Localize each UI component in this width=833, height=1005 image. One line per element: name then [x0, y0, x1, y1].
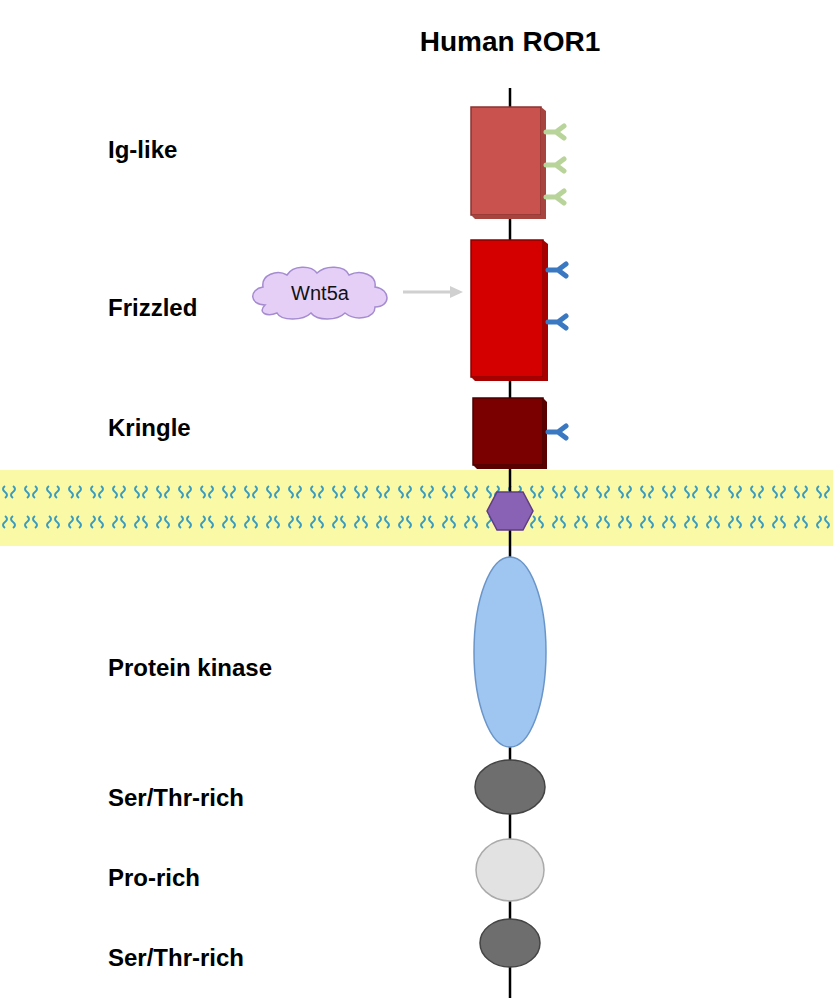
glycan-marks: [546, 126, 566, 438]
domain-label: Ser/Thr-rich: [108, 784, 244, 812]
domain-label: Protein kinase: [108, 654, 272, 682]
kinase-domain: [474, 557, 546, 747]
domain-label: Pro-rich: [108, 864, 200, 892]
lipid-layer: [0, 515, 833, 545]
box-shadow: [471, 240, 548, 381]
ser-thr-domain: [475, 760, 545, 814]
ig-like-domain: [471, 107, 541, 215]
lipid-layer: [0, 470, 833, 500]
binding-arrowhead: [450, 286, 463, 298]
binding-arrow: [403, 291, 452, 294]
kringle-domain: [473, 398, 543, 465]
box-shadow: [471, 107, 546, 219]
frizzled-domain: [471, 240, 543, 377]
diagram-title: Human ROR1: [420, 26, 600, 58]
box-shadow: [473, 398, 547, 469]
domain-label: Ig-like: [108, 136, 177, 164]
domain-label: Frizzled: [108, 294, 197, 322]
ligand-cloud: Wnt5a: [245, 263, 395, 323]
ligand-label: Wnt5a: [245, 282, 395, 305]
pro-rich-domain: [476, 839, 544, 901]
ser-thr-domain: [480, 919, 540, 967]
domain-label: Kringle: [108, 414, 191, 442]
transmembrane-domain: [487, 492, 533, 530]
membrane: [0, 470, 833, 546]
domain-label: Ser/Thr-rich: [108, 944, 244, 972]
